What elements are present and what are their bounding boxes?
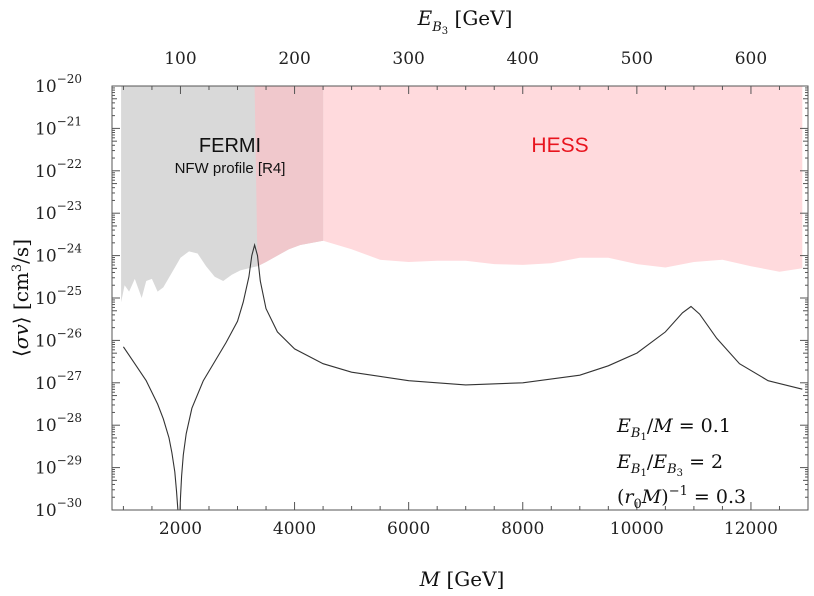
tick-labels: 2000 4000 6000 8000 10000 12000 100 200 300 400 50… <box>35 49 778 539</box>
svg-text:(r0M)−1 = 0.3: (r0M)−1 = 0.3 <box>617 484 746 512</box>
x-axis-title: M [GeV] <box>419 567 505 591</box>
x-tick-label: 2000 <box>159 519 202 539</box>
axis-ticks <box>112 85 809 511</box>
x-tick-label: 8000 <box>501 519 544 539</box>
y-tick-label: 10−27 <box>35 369 82 394</box>
x2-tick-label: 100 <box>164 49 196 69</box>
y-tick-label: 10−30 <box>35 496 82 521</box>
y-tick-label: 10−22 <box>35 157 82 182</box>
region-label-fermi: FERMI <box>199 135 261 157</box>
svg-text:⟨σv⟩ [cm3/s]: ⟨σv⟩ [cm3/s] <box>9 239 33 357</box>
y-tick-label: 10−21 <box>35 114 82 139</box>
x-tick-label: 12000 <box>724 519 778 539</box>
region-sublabel-fermi: NFW profile [R4] <box>175 160 286 177</box>
exclusion-regions <box>121 86 803 303</box>
y-tick-label: 10−25 <box>35 284 82 309</box>
y-axis-title: ⟨σv⟩ [cm3/s] <box>9 239 33 357</box>
x2-tick-label: 200 <box>278 49 310 69</box>
x2-tick-label: 300 <box>392 49 424 69</box>
svg-text:EB3 [GeV]: EB3 [GeV] <box>417 6 513 37</box>
y-tick-label: 10−26 <box>35 326 82 351</box>
annotation-3: (r0M)−1 = 0.3 <box>617 484 746 512</box>
region-overlap <box>254 86 324 267</box>
svg-text:EB1/M = 0.1: EB1/M = 0.1 <box>616 415 731 443</box>
region-hess <box>254 86 803 272</box>
svg-text:EB1/EB3 = 2: EB1/EB3 = 2 <box>616 451 723 479</box>
series-layer <box>122 242 803 510</box>
annotation-1: EB1/M = 0.1 <box>616 415 731 443</box>
region-label-hess: HESS <box>531 134 588 157</box>
y-tick-label: 10−23 <box>35 199 82 224</box>
x2-tick-label: 400 <box>507 49 539 69</box>
y-tick-label: 10−20 <box>35 72 82 97</box>
y-tick-label: 10−24 <box>35 242 82 267</box>
x2-axis-title: EB3 [GeV] <box>417 6 513 37</box>
annotation-2: EB1/EB3 = 2 <box>616 451 723 479</box>
series-line-1 <box>122 242 803 510</box>
y-tick-label: 10−28 <box>35 411 82 436</box>
x-tick-label: 10000 <box>610 519 664 539</box>
y-tick-label: 10−29 <box>35 454 82 479</box>
x2-tick-label: 500 <box>621 49 653 69</box>
x-tick-label: 4000 <box>273 519 316 539</box>
svg-text:M [GeV]: M [GeV] <box>419 567 505 591</box>
x-tick-label: 6000 <box>387 519 430 539</box>
x2-tick-label: 600 <box>735 49 767 69</box>
